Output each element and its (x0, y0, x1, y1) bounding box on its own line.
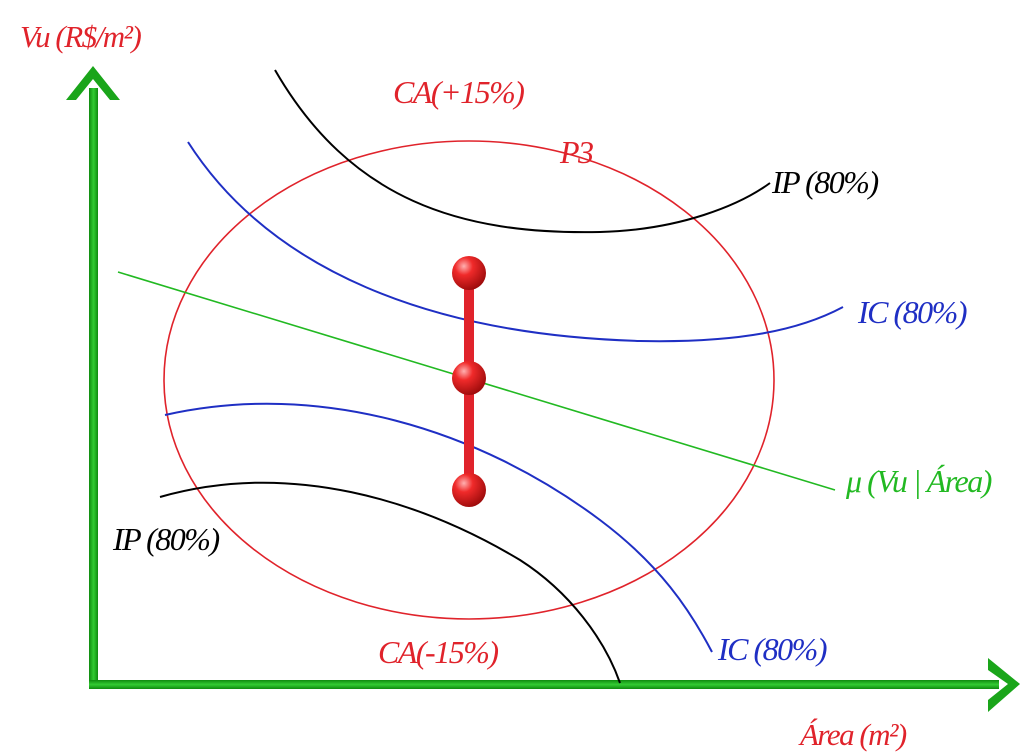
ic-lower-label: IC (80%) (717, 631, 827, 667)
interval-mid-point (452, 361, 486, 395)
ellipse-p3 (163, 140, 775, 620)
x-axis (89, 680, 999, 689)
interval-bottom-point (452, 473, 486, 507)
y-axis (89, 88, 98, 688)
y-axis-arrowhead (66, 66, 120, 100)
ip-lower-label: IP (80%) (112, 521, 219, 557)
y-axis-label: Vu (R$/m²) (20, 19, 141, 54)
axes (66, 66, 1020, 712)
ip-lower-curve (159, 481, 621, 684)
interval-bar (452, 256, 486, 507)
ip-upper-label: IP (80%) (771, 164, 878, 200)
ic-upper-curve (187, 141, 844, 343)
x-axis-label: Área (m²) (798, 717, 907, 752)
x-axis-arrowhead (988, 658, 1020, 712)
ca-upper-label: CA(+15%) (393, 74, 524, 110)
ip-upper-curve (274, 69, 771, 234)
ic-upper-label: IC (80%) (857, 294, 967, 330)
ic-lower-curve (164, 402, 713, 653)
regression-label: μ (Vu | Área) (845, 463, 992, 499)
ca-lower-label: CA(-15%) (378, 634, 498, 670)
interval-top-point (452, 256, 486, 290)
ellipse-label: P3 (559, 134, 593, 170)
